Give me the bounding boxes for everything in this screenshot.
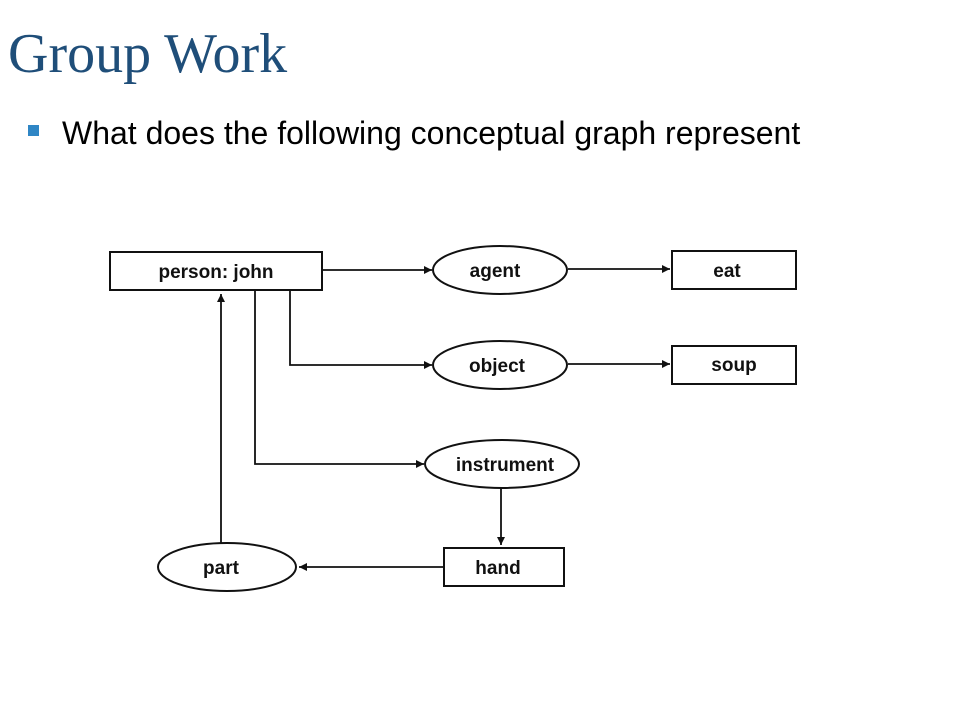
node-label-object: object bbox=[469, 356, 526, 377]
graph-edges bbox=[217, 265, 670, 571]
node-label-soup: soup bbox=[711, 355, 756, 376]
node-label-instrument: instrument bbox=[456, 455, 555, 476]
relation-node-part: part bbox=[157, 542, 297, 592]
node-label-agent: agent bbox=[470, 261, 521, 282]
relation-node-object: object bbox=[432, 340, 568, 390]
slide-title: Group Work bbox=[8, 23, 288, 85]
bullet-text: What does the following conceptual graph… bbox=[62, 115, 801, 151]
node-label-part: part bbox=[203, 558, 240, 579]
node-label-person-john: person: john bbox=[158, 262, 273, 283]
concept-node-hand: hand bbox=[443, 547, 565, 587]
edge-person-to-object bbox=[289, 290, 432, 369]
node-label-hand: hand bbox=[475, 558, 520, 579]
node-label-eat: eat bbox=[713, 261, 741, 282]
bullet-square-icon bbox=[28, 125, 39, 136]
relation-node-agent: agent bbox=[432, 245, 568, 295]
concept-node-soup: soup bbox=[671, 345, 797, 385]
edge-person-to-instrument bbox=[254, 290, 424, 468]
concept-node-eat: eat bbox=[671, 250, 797, 290]
relation-node-instrument: instrument bbox=[424, 439, 580, 489]
concept-node-person-john: person: john bbox=[109, 251, 323, 291]
